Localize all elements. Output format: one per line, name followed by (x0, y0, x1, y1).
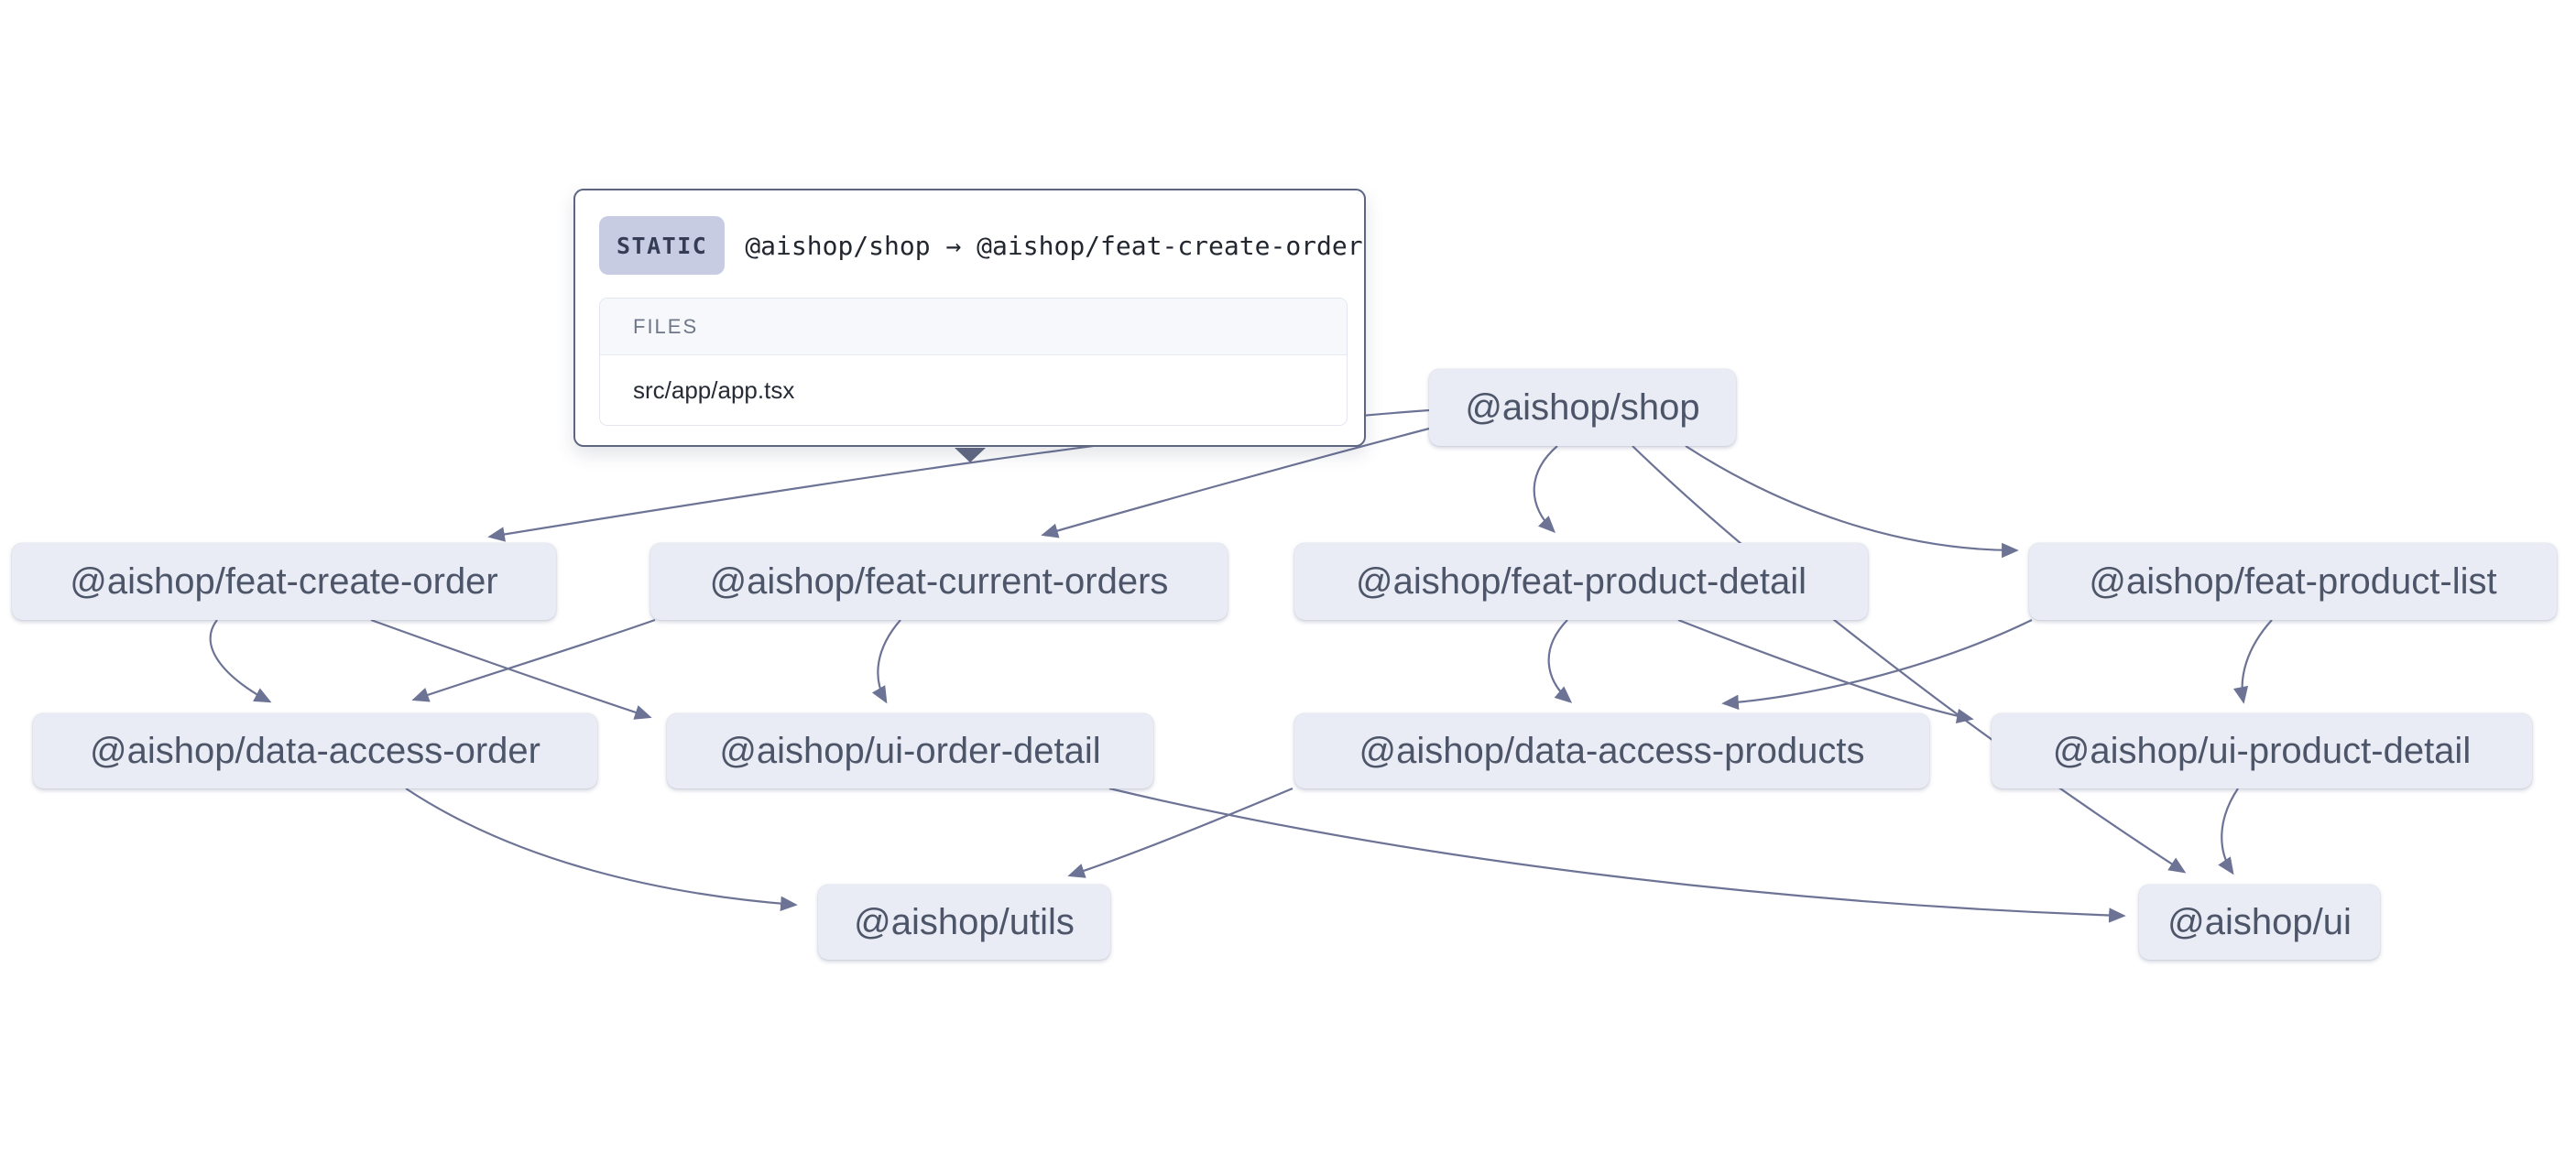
edge-feat-product-list-to-ui-product-detail[interactable] (2232, 619, 2273, 704)
file-item: src/app/app.tsx (600, 355, 1347, 425)
edge-type-badge: STATIC (599, 216, 726, 275)
edge-shop-to-feat-product-list[interactable] (1685, 445, 2019, 559)
edge-feat-current-orders-to-ui-order-detail[interactable] (871, 619, 901, 704)
graph-node-feat-product-detail[interactable]: @aishop/feat-product-detail (1294, 543, 1868, 620)
edge-shop-to-feat-current-orders[interactable] (1041, 427, 1430, 538)
edge-relationship-label: @aishop/shop → @aishop/feat-create-order (745, 230, 1363, 261)
graph-node-data-access-products[interactable]: @aishop/data-access-products (1294, 713, 1929, 788)
graph-node-data-access-order[interactable]: @aishop/data-access-order (33, 713, 597, 788)
graph-node-feat-create-order[interactable]: @aishop/feat-create-order (12, 543, 556, 620)
edge-feat-product-detail-to-data-access-products[interactable] (1547, 619, 1573, 703)
graph-node-ui[interactable]: @aishop/ui (2139, 885, 2380, 960)
edge-feat-product-detail-to-ui-product-detail[interactable] (1677, 618, 1974, 724)
files-section: FILES src/app/app.tsx (599, 298, 1348, 426)
edge-feat-create-order-to-data-access-order[interactable] (209, 619, 272, 703)
graph-node-ui-product-detail[interactable]: @aishop/ui-product-detail (1992, 713, 2532, 788)
graph-node-feat-current-orders[interactable]: @aishop/feat-current-orders (650, 543, 1228, 620)
graph-node-shop[interactable]: @aishop/shop (1429, 369, 1736, 446)
graph-node-utils[interactable]: @aishop/utils (818, 885, 1110, 960)
graph-node-feat-product-list[interactable]: @aishop/feat-product-list (2029, 543, 2557, 620)
edge-feat-product-list-to-data-access-products[interactable] (1721, 619, 2033, 711)
tooltip-arrow-icon (955, 448, 986, 462)
edge-ui-product-detail-to-ui[interactable] (2218, 788, 2239, 875)
edge-shop-to-feat-product-detail[interactable] (1533, 445, 1558, 533)
edge-data-access-order-to-utils[interactable] (405, 788, 798, 911)
tooltip-header: STATIC @aishop/shop → @aishop/feat-creat… (599, 216, 1363, 275)
files-section-header: FILES (600, 299, 1347, 355)
edge-ui-order-detail-to-ui[interactable] (1108, 787, 2126, 923)
edge-feat-current-orders-to-data-access-order[interactable] (411, 618, 656, 702)
edge-data-access-products-to-utils[interactable] (1067, 787, 1293, 878)
edge-shop-to-ui[interactable] (1632, 445, 2187, 874)
graph-node-ui-order-detail[interactable]: @aishop/ui-order-detail (667, 713, 1153, 788)
edge-tooltip: STATIC @aishop/shop → @aishop/feat-creat… (573, 189, 1366, 447)
edge-feat-create-order-to-ui-order-detail[interactable] (370, 618, 652, 720)
